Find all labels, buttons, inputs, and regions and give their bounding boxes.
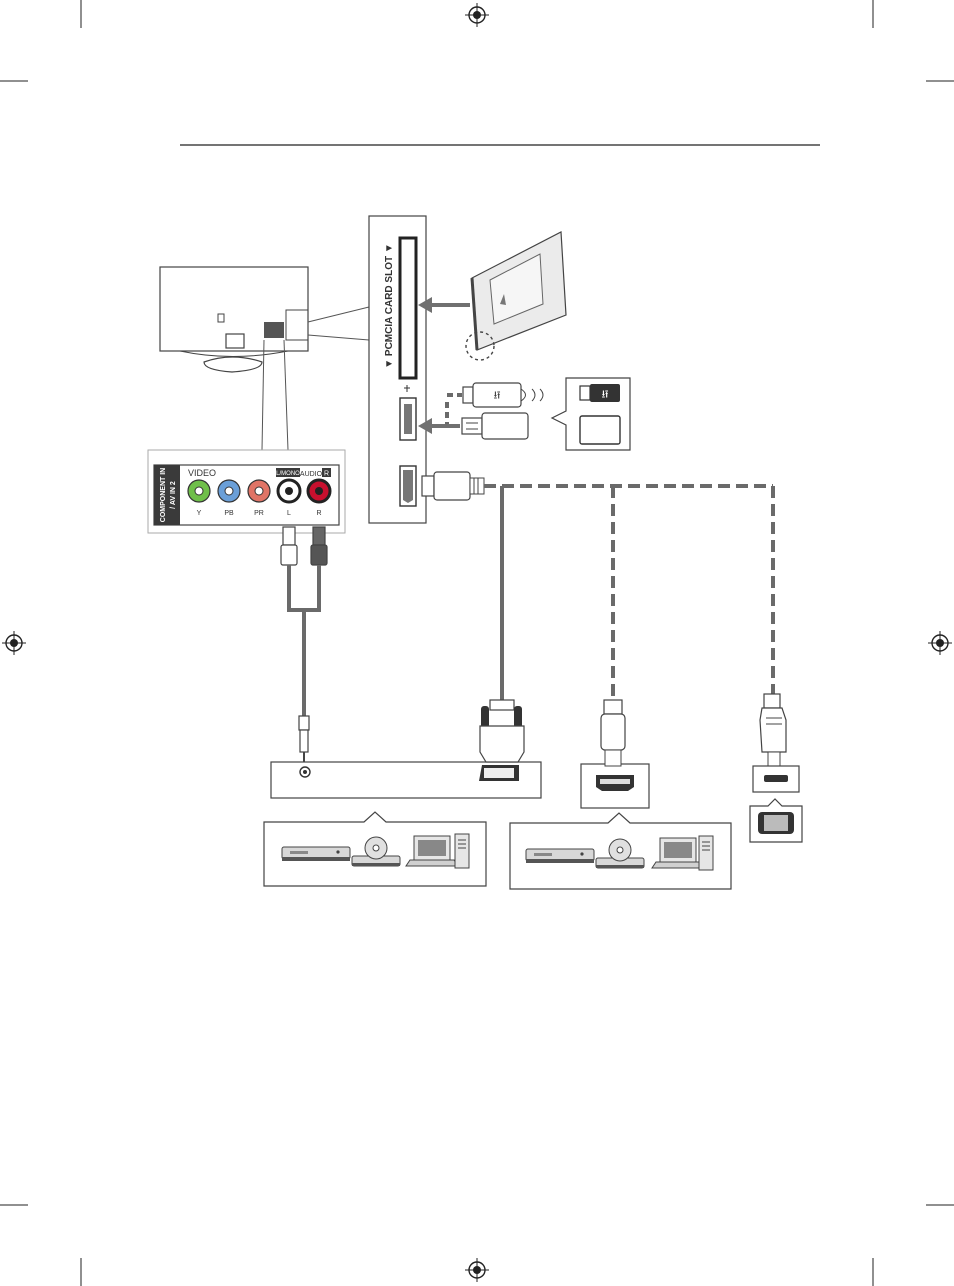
jack-pb-label: PB: [224, 510, 234, 517]
mobile-callout: [750, 799, 802, 842]
cables: [484, 486, 773, 708]
jack-pr[interactable]: [248, 480, 270, 502]
rca-audio-cable: [281, 527, 327, 764]
smartphone-icon: [758, 812, 794, 834]
card-reader-icon: [580, 416, 620, 444]
hdmi-plug-device: [601, 700, 625, 766]
jack-y[interactable]: [188, 480, 210, 502]
jack-r-label: R: [316, 510, 321, 517]
jack-l-label: L: [287, 510, 291, 517]
mono-label: L/MONO: [276, 471, 300, 477]
audio-input-jack-icon: [300, 767, 310, 777]
set-top-box-icon: [282, 847, 350, 861]
jack-y-label: Y: [197, 510, 202, 517]
component-av-panel: COMPONENT IN / AV IN 2 VIDEO L/MONO AUDI…: [148, 450, 345, 533]
component-in-label: COMPONENT IN: [160, 468, 167, 522]
pcmcia-slot-label: ▼ PCMCIA CARD SLOT ▼: [384, 243, 395, 369]
usb-stick-icon: ⭿: [580, 384, 620, 402]
desktop-tower-icon: [455, 834, 469, 868]
laptop-icon: [652, 838, 704, 868]
external-device-hdmi: [581, 764, 649, 808]
jack-pr-label: PR: [254, 510, 264, 517]
usb-flash-drive: [462, 413, 528, 439]
laptop-icon: [406, 836, 458, 866]
jack-audio-r[interactable]: [308, 480, 330, 502]
mobile-port-box: [753, 766, 799, 792]
av-in-label: / AV IN 2: [170, 481, 177, 509]
external-device-audio-dvi: [271, 762, 541, 798]
registration-mark-icon: [2, 3, 952, 1282]
mhl-plug: [760, 694, 786, 766]
hdmi-plug-panel: [422, 472, 484, 500]
usb-port[interactable]: [400, 398, 416, 440]
tv-back-illustration: [160, 267, 308, 372]
jack-audio-l[interactable]: [278, 480, 300, 502]
set-top-box-icon: [526, 849, 594, 863]
dvi-port-icon: [479, 765, 519, 781]
jack-pb[interactable]: [218, 480, 240, 502]
device-group-right: [510, 813, 731, 889]
hdmi-port-icon: [596, 775, 634, 791]
ci-card: [466, 232, 566, 360]
audio-label: AUDIO: [300, 471, 323, 478]
hdmi-port[interactable]: [400, 466, 416, 506]
video-label: VIDEO: [188, 468, 216, 478]
dvi-plug: [480, 700, 524, 762]
usb-storage-callout: ⭿: [552, 378, 630, 450]
svg-text:⭿: ⭿: [493, 389, 500, 402]
side-connector-panel: ▼ PCMCIA CARD SLOT ▼: [369, 216, 426, 523]
desktop-tower-icon: [699, 836, 713, 870]
svg-text:⭿: ⭿: [601, 388, 608, 401]
audio-r-badge: R: [324, 471, 329, 478]
device-group-left: [264, 812, 486, 886]
